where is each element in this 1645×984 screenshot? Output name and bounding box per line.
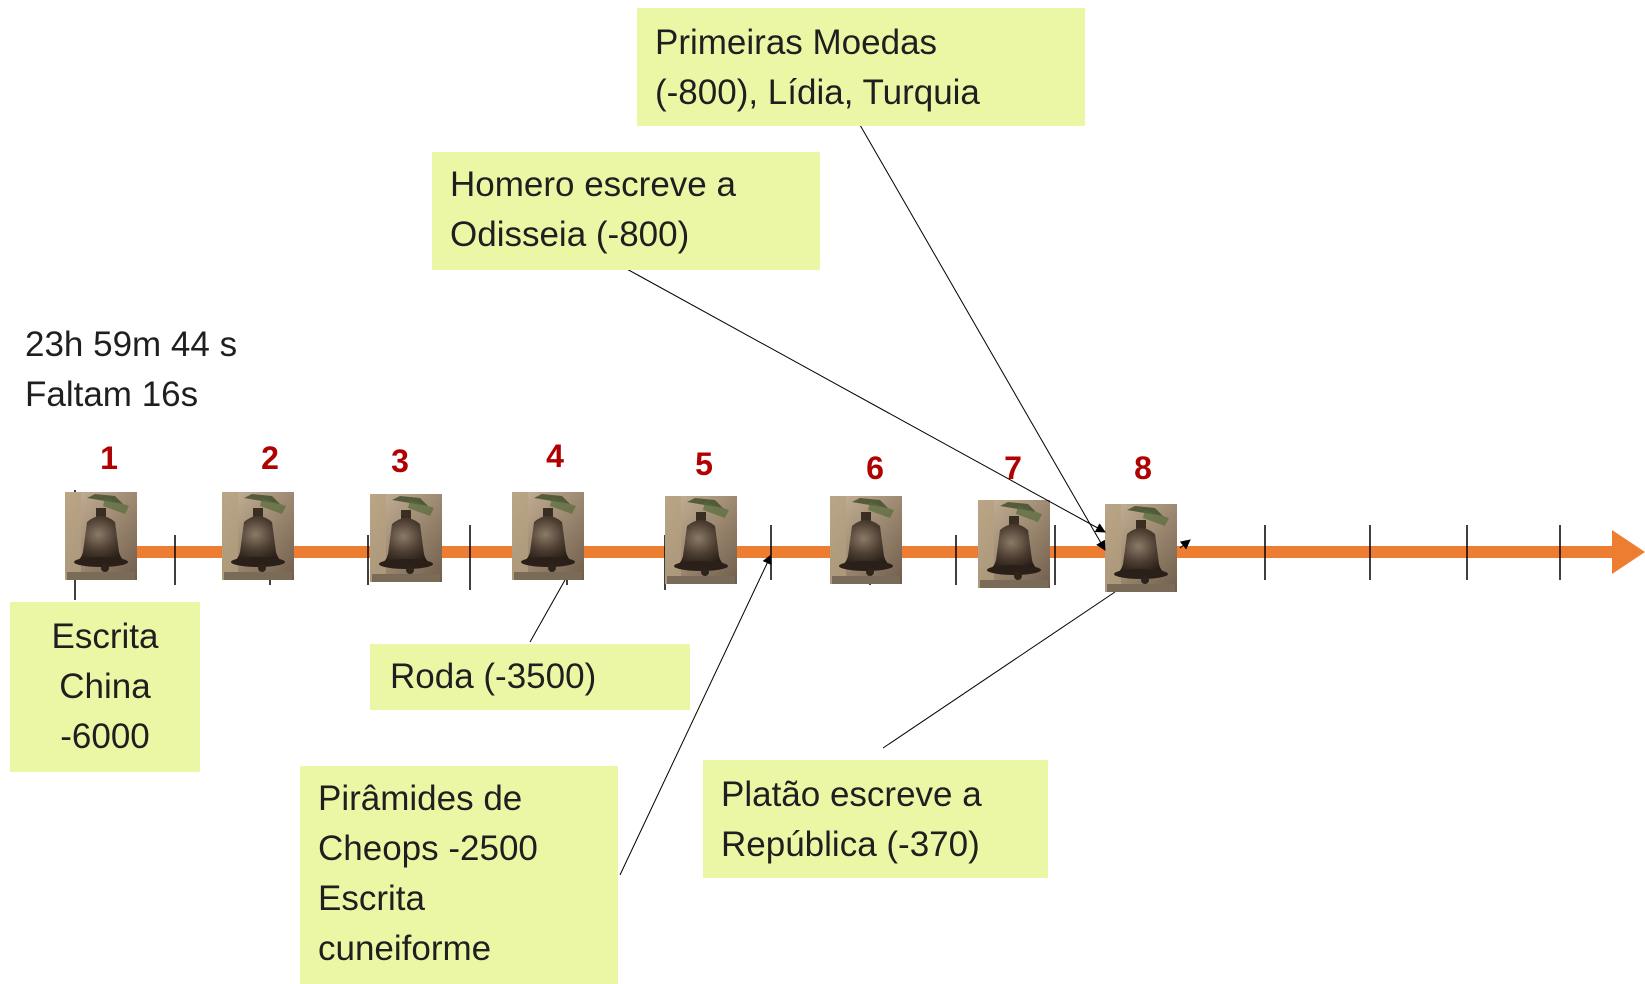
axis-arrowhead-icon xyxy=(1612,530,1645,574)
note-escrita-china: Escrita China -6000 xyxy=(10,602,200,772)
connector-platao xyxy=(882,591,1116,749)
note-roda-line1: Roda (-3500) xyxy=(390,657,597,696)
note-piramides-line4: cuneiforme xyxy=(318,929,492,968)
note-escrita-china-line3: -6000 xyxy=(60,717,150,756)
note-escrita-china-line1: Escrita xyxy=(51,617,159,656)
note-platao-line1: Platão escreve a xyxy=(721,775,982,814)
note-platao-line2: República (-370) xyxy=(721,825,980,864)
bell-icon xyxy=(978,500,1050,588)
note-homero: Homero escreve a Odisseia (-800) xyxy=(432,152,820,270)
bell-number-6: 6 xyxy=(866,450,884,486)
bell-number-1: 1 xyxy=(100,440,118,476)
note-moedas: Primeiras Moedas (-800), Lídia, Turquia xyxy=(637,8,1085,126)
note-piramides-line3: Escrita xyxy=(318,879,425,918)
bell-number-8: 8 xyxy=(1134,450,1152,486)
connector-roda xyxy=(529,579,566,643)
bell-number-3: 3 xyxy=(391,443,409,479)
connector-moedas xyxy=(859,124,1106,551)
bell-number-4: 4 xyxy=(546,438,564,474)
axis-ticks xyxy=(74,490,1561,600)
connector-piramides xyxy=(619,554,772,876)
bells xyxy=(65,492,1177,592)
connectors xyxy=(529,124,1191,876)
clock-time: 23h 59m 44 s xyxy=(25,325,238,364)
connector-homero xyxy=(624,267,1106,533)
note-homero-line2: Odisseia (-800) xyxy=(450,215,690,254)
bell-number-7: 7 xyxy=(1004,450,1022,486)
note-moedas-line1: Primeiras Moedas xyxy=(655,23,938,62)
bell-icon xyxy=(370,494,442,582)
clock-readout: 23h 59m 44 s Faltam 16s xyxy=(25,320,237,420)
note-moedas-line2: (-800), Lídia, Turquia xyxy=(655,73,980,112)
note-roda: Roda (-3500) xyxy=(370,644,690,710)
bell-icon xyxy=(65,492,137,580)
note-piramides: Pirâmides de Cheops -2500 Escrita cuneif… xyxy=(300,766,618,984)
bell-icon xyxy=(512,492,584,580)
bell-icon xyxy=(222,492,294,580)
note-piramides-line2: Cheops -2500 xyxy=(318,829,538,868)
bell-number-5: 5 xyxy=(695,446,713,482)
note-escrita-china-line2: China xyxy=(59,667,151,706)
note-homero-line1: Homero escreve a xyxy=(450,165,736,204)
bell-number-2: 2 xyxy=(261,440,279,476)
bell-icon xyxy=(1105,504,1177,592)
bell-icon xyxy=(665,496,737,584)
note-piramides-line1: Pirâmides de xyxy=(318,779,523,818)
note-platao: Platão escreve a República (-370) xyxy=(703,760,1048,878)
connector-bell8-right xyxy=(1179,539,1191,550)
bell-icon xyxy=(830,496,902,584)
clock-remaining: Faltam 16s xyxy=(25,375,199,414)
